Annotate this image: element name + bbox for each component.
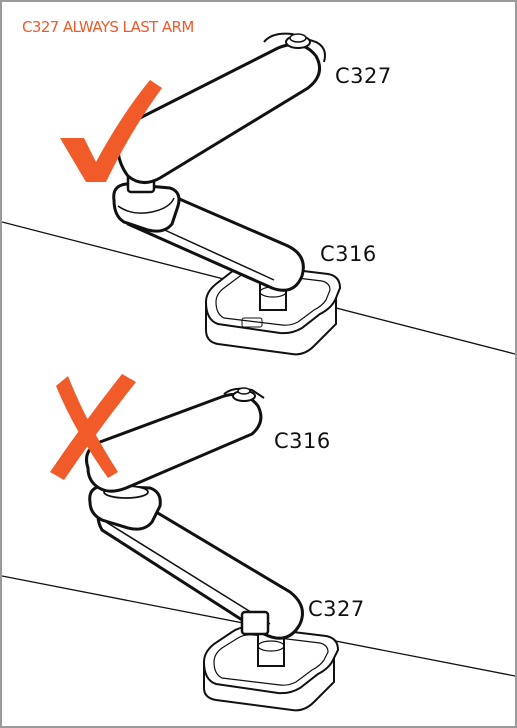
correct-configuration	[2, 32, 515, 356]
lower-arm-label: C327	[308, 597, 365, 621]
lower-arm-label: C316	[320, 242, 377, 266]
upper-arm-label: C316	[274, 429, 331, 453]
checkmark-icon	[60, 80, 162, 182]
page-title: C327 ALWAYS LAST ARM	[22, 18, 194, 36]
upper-arm-label: C327	[335, 64, 392, 88]
cross-icon	[50, 374, 136, 480]
incorrect-configuration	[2, 374, 515, 712]
